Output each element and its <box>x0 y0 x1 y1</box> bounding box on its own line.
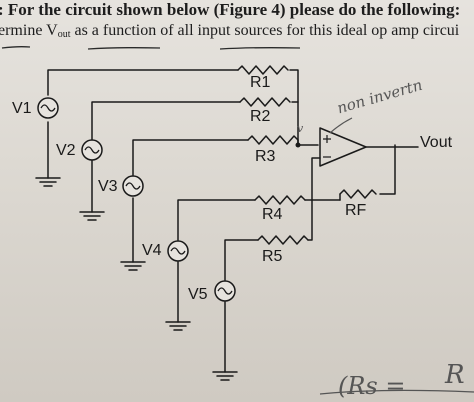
resistor-r5 <box>257 235 309 245</box>
label-v4: V4 <box>142 242 162 259</box>
ac-symbol-v4 <box>170 247 186 255</box>
problem-instruction: ermine Vout as a function of all input s… <box>0 22 459 40</box>
op-amp-triangle <box>319 127 367 167</box>
corner-underline <box>319 389 474 395</box>
ac-symbol-v2 <box>84 146 100 154</box>
label-v3: V3 <box>98 178 118 195</box>
label-r2: R2 <box>250 108 271 125</box>
label-r3: R3 <box>255 148 276 165</box>
problem-title: : For the circuit shown below (Figure 4)… <box>0 0 461 19</box>
instruction-rest: as a function of all input sources for t… <box>70 22 460 39</box>
op-amp-plus-sign <box>323 135 331 143</box>
ac-symbol-v3 <box>125 182 141 190</box>
resistor-r1 <box>237 65 289 75</box>
label-r5: R5 <box>262 248 283 265</box>
label-v2: V2 <box>56 142 76 159</box>
resistor-r3 <box>247 135 299 145</box>
instruction-prefix: ermine V <box>0 22 58 39</box>
wire-feedback <box>311 144 396 201</box>
ac-symbol-v1 <box>40 104 56 112</box>
ground-v1 <box>35 177 61 187</box>
ground-v2 <box>79 211 105 221</box>
label-vout: Vout <box>420 134 453 151</box>
wire-v5 <box>224 199 313 373</box>
label-rf: RF <box>345 202 367 219</box>
resistor-rf <box>339 189 377 199</box>
label-r1: R1 <box>250 74 271 91</box>
wire-v4 <box>177 199 341 323</box>
note-arrow <box>329 117 353 134</box>
header-underlines <box>1 46 301 50</box>
ground-v3 <box>120 261 146 271</box>
label-v5: V5 <box>188 286 208 303</box>
ground-v4 <box>165 321 191 331</box>
label-v1: V1 <box>12 100 32 117</box>
instruction-subscript: out <box>57 29 71 40</box>
ac-symbol-v5 <box>217 287 233 295</box>
label-r4: R4 <box>262 206 283 223</box>
handwritten-node-mark: v <box>297 122 304 135</box>
resistor-r2 <box>239 97 291 107</box>
node-junction <box>295 142 301 148</box>
resistor-r4 <box>254 195 306 205</box>
handwritten-corner-right: R <box>445 360 465 390</box>
ground-v5 <box>212 371 238 381</box>
handwritten-corner-left: (Rs = <box>338 372 406 400</box>
wire-v1 <box>47 69 319 179</box>
wire-v2 <box>91 101 299 213</box>
